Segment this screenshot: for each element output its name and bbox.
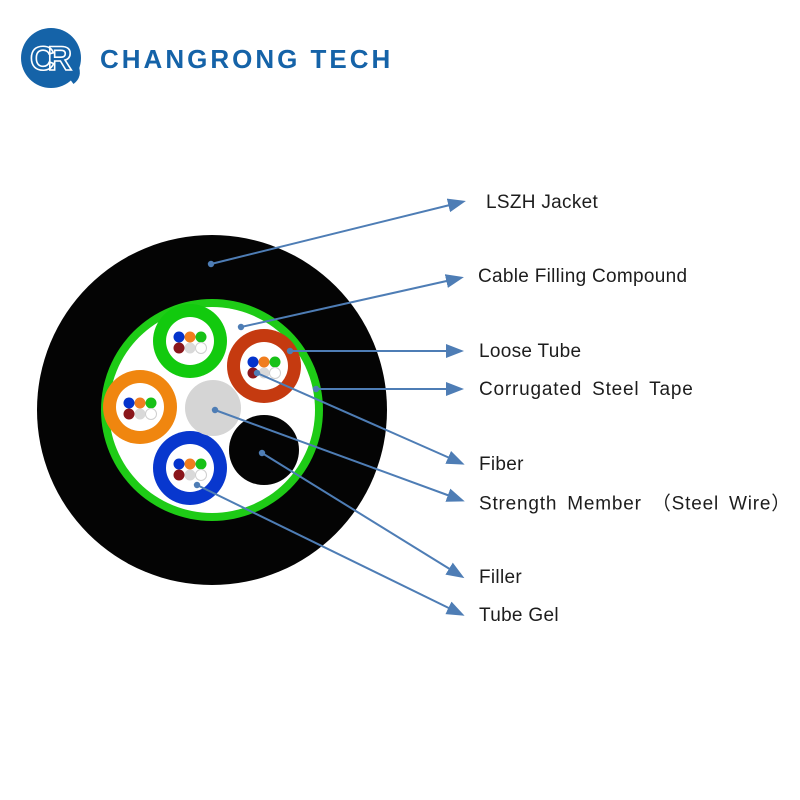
leader-line-filler (261, 452, 465, 579)
brand-name: CHANGRONG TECH (100, 43, 394, 74)
leader-line-cable-filling-compound (240, 274, 464, 328)
label-loose-tube: Loose Tube (479, 341, 582, 362)
label-tube-gel: Tube Gel (479, 605, 559, 626)
label-strength-member: Strength Member （Steel Wire） (479, 493, 792, 515)
label-filler: Filler (479, 567, 522, 588)
label-fiber: Fiber (479, 454, 524, 475)
leader-lines (196, 198, 466, 616)
changrong-logo-icon: CR (21, 28, 81, 88)
leader-line-strength-member (214, 409, 465, 502)
leader-line-fiber (256, 372, 465, 465)
loose-tube-orange (103, 370, 177, 444)
loose-tube-blue (153, 431, 227, 505)
label-lszh-jacket: LSZH Jacket (486, 192, 599, 213)
brand-header: CR CHANGRONG TECH (18, 24, 393, 94)
leader-line-tube-gel (196, 484, 465, 616)
leader-dots (193, 260, 320, 489)
label-cable-filling-compound: Cable Filling Compound (478, 266, 688, 287)
leader-line-lszh-jacket (210, 198, 466, 265)
label-corrugated-steel-tape: Corrugated Steel Tape (479, 379, 694, 400)
loose-tube-red (227, 329, 301, 403)
filler-shape (229, 415, 299, 485)
loose-tube-green (153, 304, 227, 378)
